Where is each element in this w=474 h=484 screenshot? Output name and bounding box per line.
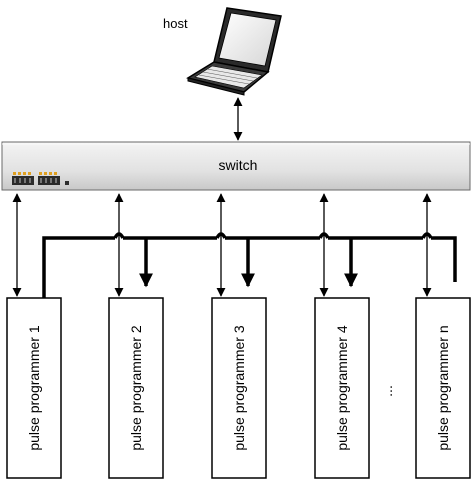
programmer-label-3: pulse programmer 3 [231, 325, 247, 450]
ethernet-ports-icon [12, 172, 69, 185]
programmer-box-n [415, 297, 471, 479]
programmer-box-1 [6, 297, 62, 479]
programmer-label-1: pulse programmer 1 [26, 325, 42, 450]
host-label: host [163, 16, 188, 31]
switch-box [1, 141, 471, 191]
programmer-label-n: pulse programmer n [435, 325, 451, 450]
programmer-label-4: pulse programmer 4 [334, 325, 350, 450]
programmer-box-3 [211, 297, 267, 479]
laptop-icon [186, 7, 282, 96]
ellipsis-label: ... [379, 385, 395, 397]
switch-label: switch [219, 157, 258, 173]
programmer-box-4 [314, 297, 370, 479]
programmer-label-2: pulse programmer 2 [128, 325, 144, 450]
trigger-bus [42, 232, 457, 298]
programmer-box-2 [108, 297, 164, 479]
